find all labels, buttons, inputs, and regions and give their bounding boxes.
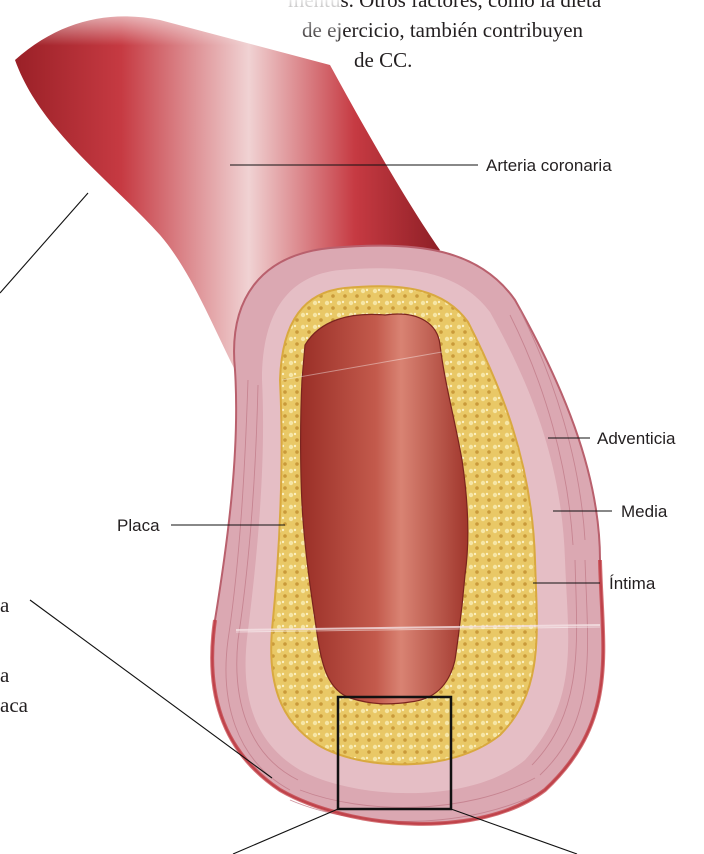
media-label: Media [621, 502, 668, 521]
arteria-coronaria-label: Arteria coronaria [486, 156, 612, 175]
body-text-partial-1: a [0, 593, 10, 617]
placa-label: Placa [117, 516, 160, 535]
intima-label: Íntima [609, 574, 656, 593]
upper-left-leader [0, 193, 88, 293]
body-text-partial-2: a [0, 663, 10, 687]
adventicia-label: Adventicia [597, 429, 676, 448]
box-left-leader [233, 809, 338, 854]
body-text-line-3: de CC. [354, 48, 412, 72]
box-right-leader [451, 809, 577, 854]
body-text-partial-3: aca [0, 693, 29, 717]
body-text-line-2: de ejercicio, también contribuyen [302, 18, 584, 42]
